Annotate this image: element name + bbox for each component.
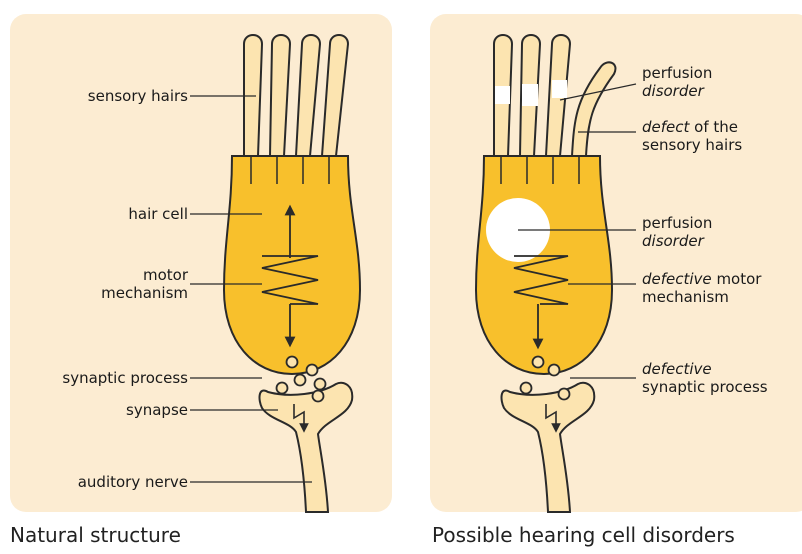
right-hair-cell-body [476,156,612,374]
left-sensory-hairs [244,35,348,156]
label-defective-motor-line-2: mechanism [642,288,761,306]
label-motor-line-1: motor [101,266,188,284]
label-motor-line-2: mechanism [101,284,188,302]
label-motor-mechanism: motor mechanism [101,266,188,302]
right-nerve-shape [502,383,595,512]
left-nerve-shape [260,383,353,512]
caption-hearing-cell-disorders: Possible hearing cell disorders [432,523,735,547]
label-perfusion-disorder-hairs: perfusion disorder [642,64,712,100]
label-defective-motor-rest: motor [712,270,762,288]
label-defect-rest: of the [689,118,738,136]
label-defective-syn-line-2: synaptic process [642,378,768,396]
label-perfusion-line-2: disorder [642,82,712,100]
label-defect-em: defect [642,118,689,136]
label-synaptic-process: synaptic process [62,369,188,387]
label-hair-cell: hair cell [128,205,188,223]
label-perfusion-mid-line-2: disorder [642,232,712,250]
left-hair-cell-body [224,156,360,374]
left-cell-group [224,35,360,512]
caption-natural-structure: Natural structure [10,523,181,547]
label-perfusion-line-1: perfusion [642,64,712,82]
label-defective-motor-mechanism: defective motor mechanism [642,270,761,306]
label-defect-line-2: sensory hairs [642,136,742,154]
label-sensory-hairs: sensory hairs [88,87,188,105]
label-perfusion-mid-line-1: perfusion [642,214,712,232]
label-defective-motor-em: defective [642,270,712,288]
label-synapse: synapse [126,401,188,419]
right-cell-group [476,35,615,512]
label-perfusion-disorder-cell: perfusion disorder [642,214,712,250]
label-defective-synaptic-process: defective synaptic process [642,360,768,396]
label-auditory-nerve: auditory nerve [78,473,188,491]
label-defect-sensory-hairs: defect of the sensory hairs [642,118,742,154]
label-defective-syn-em: defective [642,360,768,378]
